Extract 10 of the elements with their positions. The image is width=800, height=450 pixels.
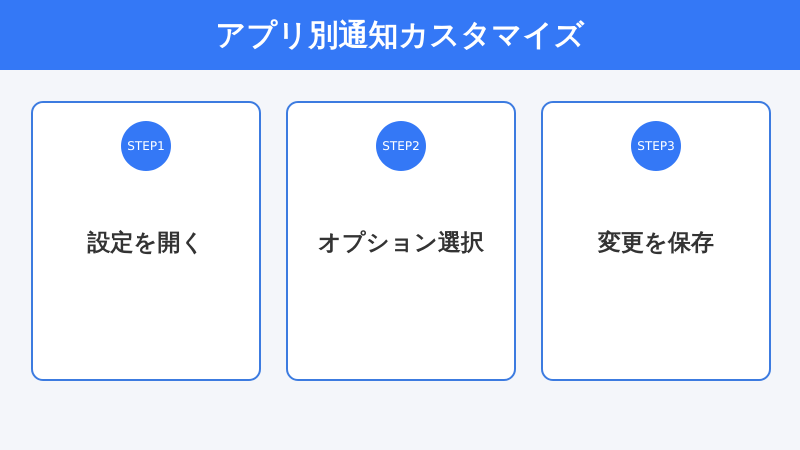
step-heading: 設定を開く — [88, 230, 204, 256]
step-circle: STEP1 — [121, 121, 171, 171]
step-card — [541, 101, 771, 381]
step-card — [31, 101, 261, 381]
step-heading: オプション選択 — [318, 230, 484, 256]
title-banner: アプリ別通知カスタマイズ — [0, 0, 800, 70]
step-card — [286, 101, 516, 381]
step-heading: 変更を保存 — [598, 230, 714, 256]
step-circle: STEP3 — [631, 121, 681, 171]
step-circle: STEP2 — [376, 121, 426, 171]
